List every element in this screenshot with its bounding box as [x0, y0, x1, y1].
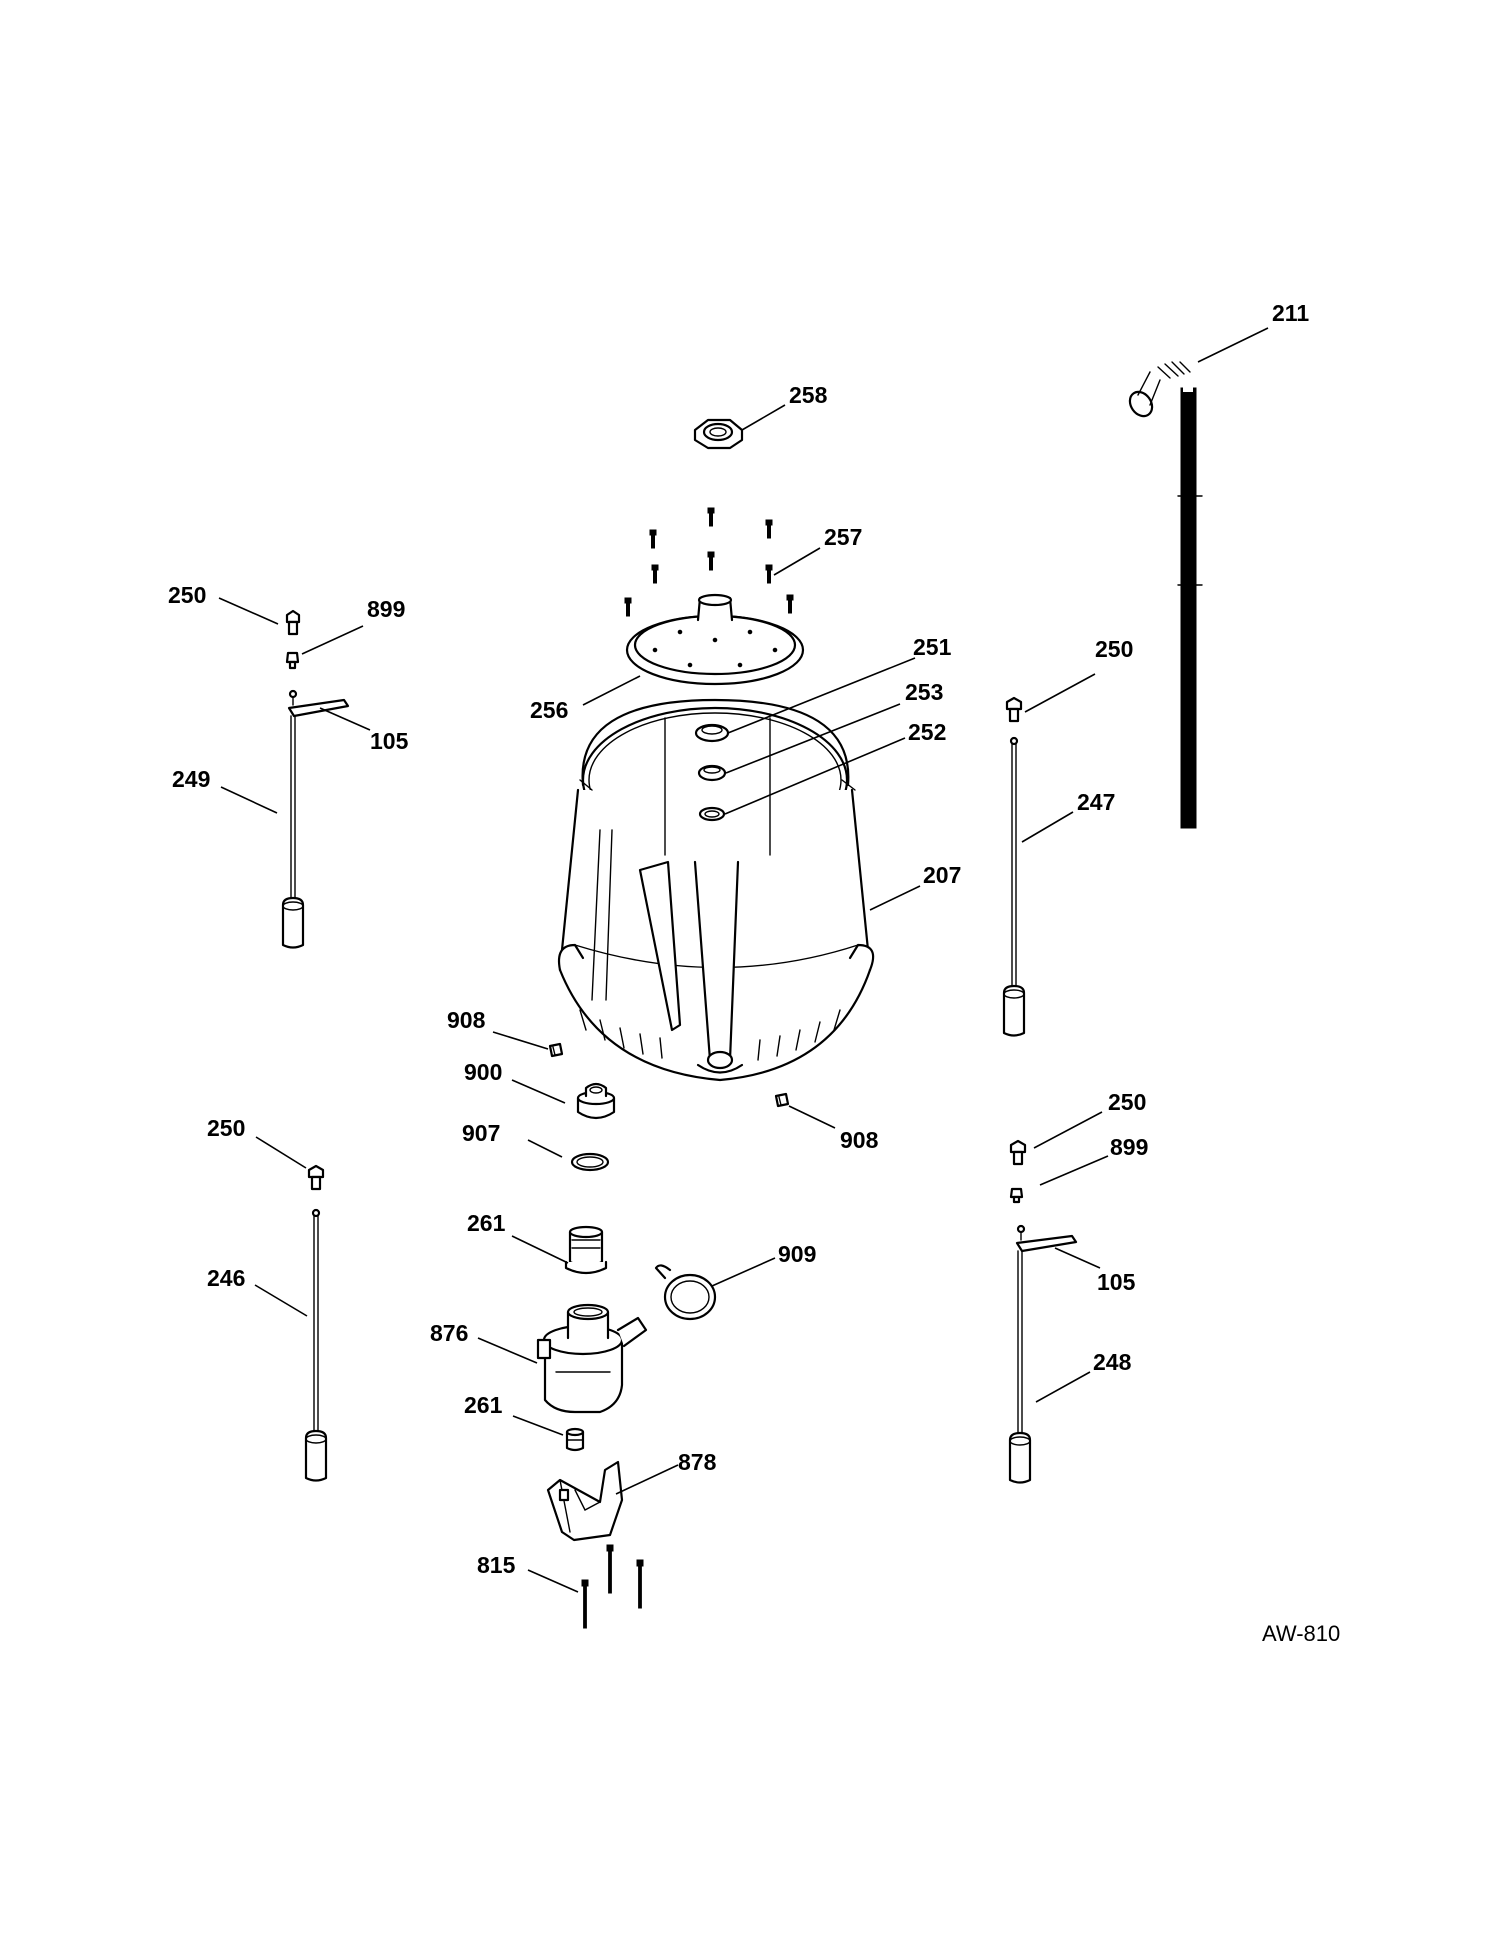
callout-908-b: 908	[840, 1127, 879, 1153]
callout-105-r: 105	[1097, 1269, 1136, 1295]
screws-257	[624, 507, 794, 617]
leader-246	[254, 1284, 308, 1317]
callout-876: 876	[430, 1320, 468, 1346]
drain-hose-211	[1128, 354, 1203, 829]
leader-248	[1035, 1371, 1091, 1403]
leader-253	[725, 703, 901, 774]
diagram-code: AW-810	[1262, 1621, 1340, 1646]
callout-251: 251	[913, 634, 952, 660]
callout-105-l: 105	[370, 728, 409, 754]
leader-257	[773, 547, 821, 576]
filter-261-a	[564, 1225, 608, 1275]
suspension-rod-247	[1002, 696, 1026, 1037]
leader-878	[615, 1464, 679, 1495]
callout-261-a: 261	[467, 1210, 506, 1236]
leader-250-br	[1033, 1111, 1103, 1149]
nut-258	[693, 418, 744, 450]
callout-899-tl: 899	[367, 596, 405, 622]
callout-246: 246	[207, 1265, 245, 1291]
leader-907	[527, 1139, 563, 1158]
washer-252	[698, 806, 726, 822]
leader-249	[220, 786, 278, 814]
suspension-rod-249	[281, 609, 350, 949]
hose-clamp-909	[654, 1264, 717, 1321]
callout-250-tl: 250	[168, 582, 206, 608]
leader-105-l	[319, 707, 371, 731]
callout-253: 253	[905, 679, 943, 705]
screws-815	[581, 1544, 644, 1629]
outer-tub-207	[557, 698, 875, 1082]
suspension-rod-246	[304, 1164, 328, 1482]
leader-207	[869, 885, 921, 911]
callout-815: 815	[477, 1552, 516, 1578]
callout-908-a: 908	[447, 1007, 486, 1033]
callout-250-tr: 250	[1095, 636, 1133, 662]
callout-247: 247	[1077, 789, 1115, 815]
clip-908-b	[774, 1092, 790, 1108]
callout-250-bl: 250	[207, 1115, 245, 1141]
leader-900	[511, 1079, 566, 1104]
leader-908-a	[492, 1031, 549, 1050]
leader-256	[582, 675, 641, 706]
callout-907: 907	[462, 1120, 500, 1146]
callout-207: 207	[923, 862, 961, 888]
leader-251	[727, 657, 916, 734]
callout-261-b: 261	[464, 1392, 503, 1418]
filter-261-b	[565, 1427, 585, 1452]
callout-252: 252	[908, 719, 946, 745]
callout-256: 256	[530, 697, 568, 723]
callout-211: 211	[1272, 300, 1309, 326]
callout-878: 878	[678, 1449, 717, 1475]
leader-250-tl	[218, 597, 279, 625]
callout-900: 900	[464, 1059, 502, 1085]
leader-258	[741, 404, 786, 431]
bearing-251	[694, 723, 730, 743]
leader-247	[1021, 811, 1074, 843]
drain-pump-876	[536, 1303, 648, 1414]
leader-261-a	[511, 1235, 569, 1264]
leader-909	[711, 1257, 776, 1287]
leader-261-b	[512, 1415, 564, 1436]
leader-250-tr	[1024, 673, 1096, 713]
tub-cover-256	[625, 593, 805, 686]
leader-252	[724, 737, 906, 815]
callout-258: 258	[789, 382, 828, 408]
callout-899-br: 899	[1110, 1134, 1148, 1160]
cap-900	[576, 1082, 616, 1120]
leader-899-br	[1039, 1155, 1109, 1186]
callout-257: 257	[824, 524, 862, 550]
suspension-rod-248	[1008, 1139, 1078, 1484]
callout-248: 248	[1093, 1349, 1132, 1375]
callout-249: 249	[172, 766, 210, 792]
pump-bracket-878	[546, 1460, 624, 1542]
leader-211	[1197, 327, 1269, 363]
clip-908-a	[548, 1042, 564, 1058]
leader-250-bl	[255, 1136, 307, 1169]
leader-908-b	[788, 1105, 836, 1129]
leader-876	[477, 1337, 538, 1364]
callout-909: 909	[778, 1241, 816, 1267]
callout-250-br: 250	[1108, 1089, 1146, 1115]
leader-899-tl	[301, 625, 364, 655]
leader-105-r	[1054, 1247, 1101, 1269]
leader-815	[527, 1569, 579, 1593]
